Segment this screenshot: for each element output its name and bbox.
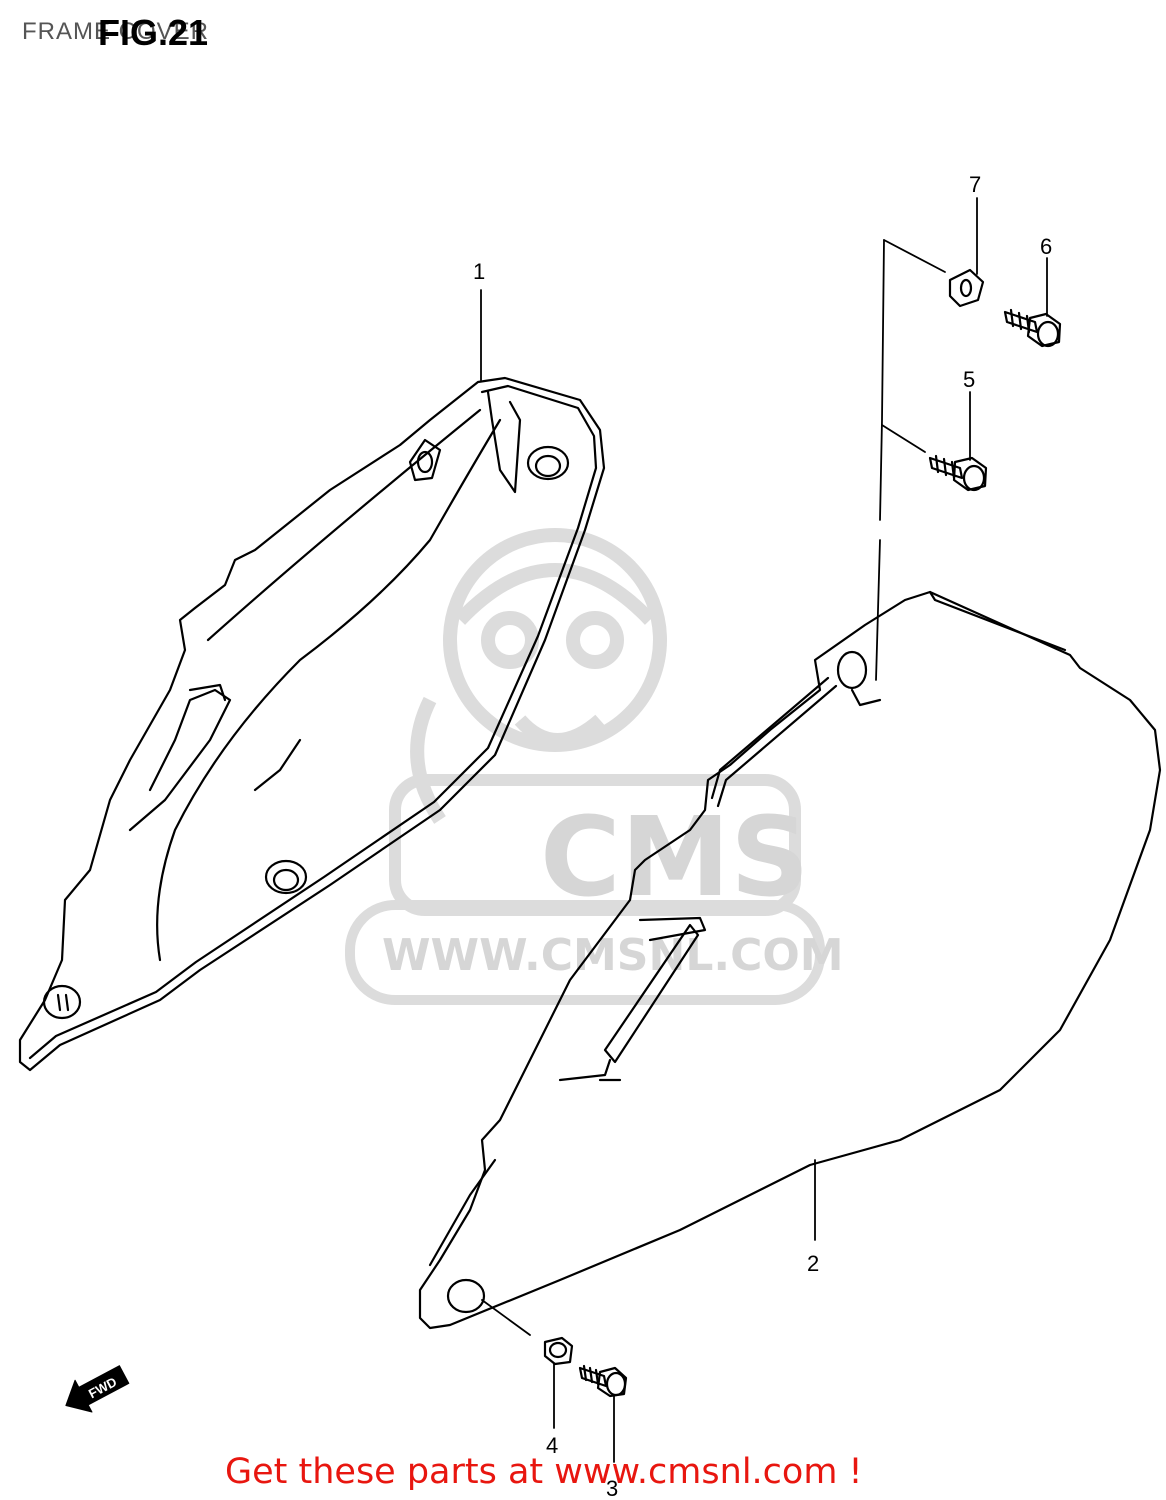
callout-part-2: 2 bbox=[807, 1251, 819, 1276]
part-7-washer bbox=[948, 268, 985, 308]
fwd-arrow: FWD bbox=[65, 1365, 130, 1413]
part-5-bolt bbox=[928, 454, 988, 492]
assembly-lines bbox=[481, 239, 946, 1336]
figure-label: FIG.21 bbox=[98, 12, 209, 53]
part-2-frame-cover-right bbox=[418, 590, 1162, 1330]
callout-part-4: 4 bbox=[546, 1433, 558, 1458]
part-6-bolt bbox=[1003, 308, 1062, 348]
watermark-mascot bbox=[410, 528, 667, 824]
callout-part-6: 6 bbox=[1040, 234, 1052, 259]
part-1-frame-cover-left bbox=[18, 376, 606, 1072]
callout-part-7: 7 bbox=[969, 172, 981, 197]
fwd-arrow-icon bbox=[65, 1365, 130, 1413]
section-title: FRAME COVER bbox=[22, 18, 210, 45]
part-3-bolt bbox=[578, 1364, 628, 1398]
watermark-site-text: WWW.CMSNL.COM bbox=[382, 930, 844, 981]
part-1-upper-hole bbox=[526, 445, 570, 481]
callout-part-1: 1 bbox=[473, 259, 485, 284]
callout-leaders bbox=[480, 197, 1048, 1463]
watermark-cms-text: CMS bbox=[540, 793, 809, 921]
part-1-lower-hole bbox=[264, 859, 308, 895]
part-2-upper-hole bbox=[836, 650, 868, 690]
watermark-site-box bbox=[345, 900, 825, 1005]
part-1-tip-hole bbox=[42, 984, 82, 1020]
part-4-grommet bbox=[543, 1336, 574, 1366]
part-2-lower-hole bbox=[446, 1278, 486, 1314]
callout-part-5: 5 bbox=[963, 367, 975, 392]
footer-parts-link[interactable]: Get these parts at www.cmsnl.com ! bbox=[225, 1452, 863, 1492]
callout-part-3: 3 bbox=[606, 1476, 618, 1500]
